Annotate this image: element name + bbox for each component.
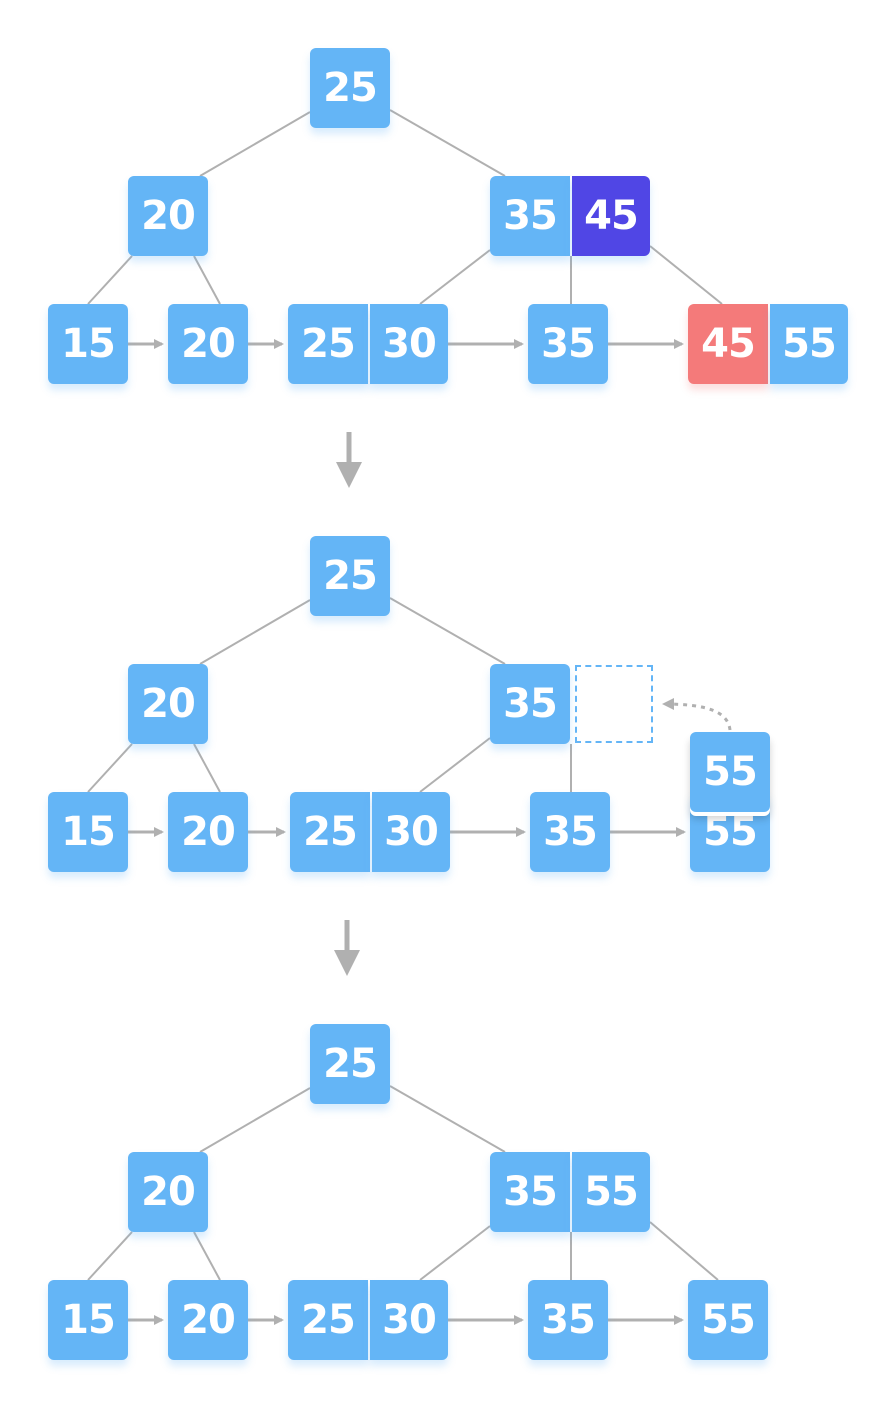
internal-left-key: 20 xyxy=(128,1152,208,1232)
edge xyxy=(199,599,311,665)
edge xyxy=(193,1231,221,1281)
edge xyxy=(389,109,506,177)
internal-right-key: 35 xyxy=(490,664,570,744)
moving-key-copy: 55 xyxy=(690,732,770,812)
internal-right-key-1: 35 xyxy=(490,176,570,256)
leaf-key: 55 xyxy=(688,1280,768,1360)
transition-arrow-2 xyxy=(334,920,360,976)
edge xyxy=(87,743,133,793)
edge xyxy=(389,1085,506,1153)
leaf-key: 30 xyxy=(370,304,448,384)
leaf-key: 20 xyxy=(168,1280,248,1360)
edge xyxy=(389,597,506,665)
edge xyxy=(419,1225,491,1281)
stage-1-edges xyxy=(87,109,723,305)
leaf-key: 15 xyxy=(48,304,128,384)
edge xyxy=(649,245,723,305)
internal-left-key: 20 xyxy=(128,176,208,256)
internal-right-key-1: 35 xyxy=(490,1152,570,1232)
edge xyxy=(419,249,491,305)
stage-2-edges xyxy=(87,597,572,793)
edge xyxy=(419,737,491,793)
internal-right-key-2: 55 xyxy=(572,1152,650,1232)
edge xyxy=(193,743,221,793)
leaf-key: 25 xyxy=(288,1280,368,1360)
edge xyxy=(87,255,133,305)
edge xyxy=(193,255,221,305)
stage-3-edges xyxy=(87,1085,719,1281)
leaf-key: 15 xyxy=(48,792,128,872)
internal-right-key-2-highlighted: 45 xyxy=(572,176,650,256)
leaf-key: 15 xyxy=(48,1280,128,1360)
edge xyxy=(649,1221,719,1281)
root-key: 25 xyxy=(310,1024,390,1104)
root-key: 25 xyxy=(310,536,390,616)
internal-left-key: 20 xyxy=(128,664,208,744)
leaf-key: 35 xyxy=(528,1280,608,1360)
empty-key-slot xyxy=(575,665,653,743)
edge xyxy=(199,1087,311,1153)
leaf-key: 35 xyxy=(528,304,608,384)
leaf-key: 55 xyxy=(770,304,848,384)
leaf-key: 25 xyxy=(288,304,368,384)
leaf-key: 30 xyxy=(370,1280,448,1360)
edge xyxy=(87,1231,133,1281)
edge xyxy=(199,111,311,177)
move-up-dotted-arrow xyxy=(662,698,732,731)
leaf-key: 20 xyxy=(168,792,248,872)
root-key: 25 xyxy=(310,48,390,128)
leaf-key: 30 xyxy=(372,792,450,872)
transition-arrow-1 xyxy=(336,432,362,488)
leaf-key: 25 xyxy=(290,792,370,872)
leaf-key: 35 xyxy=(530,792,610,872)
leaf-key: 20 xyxy=(168,304,248,384)
leaf-key-deleted: 45 xyxy=(688,304,768,384)
